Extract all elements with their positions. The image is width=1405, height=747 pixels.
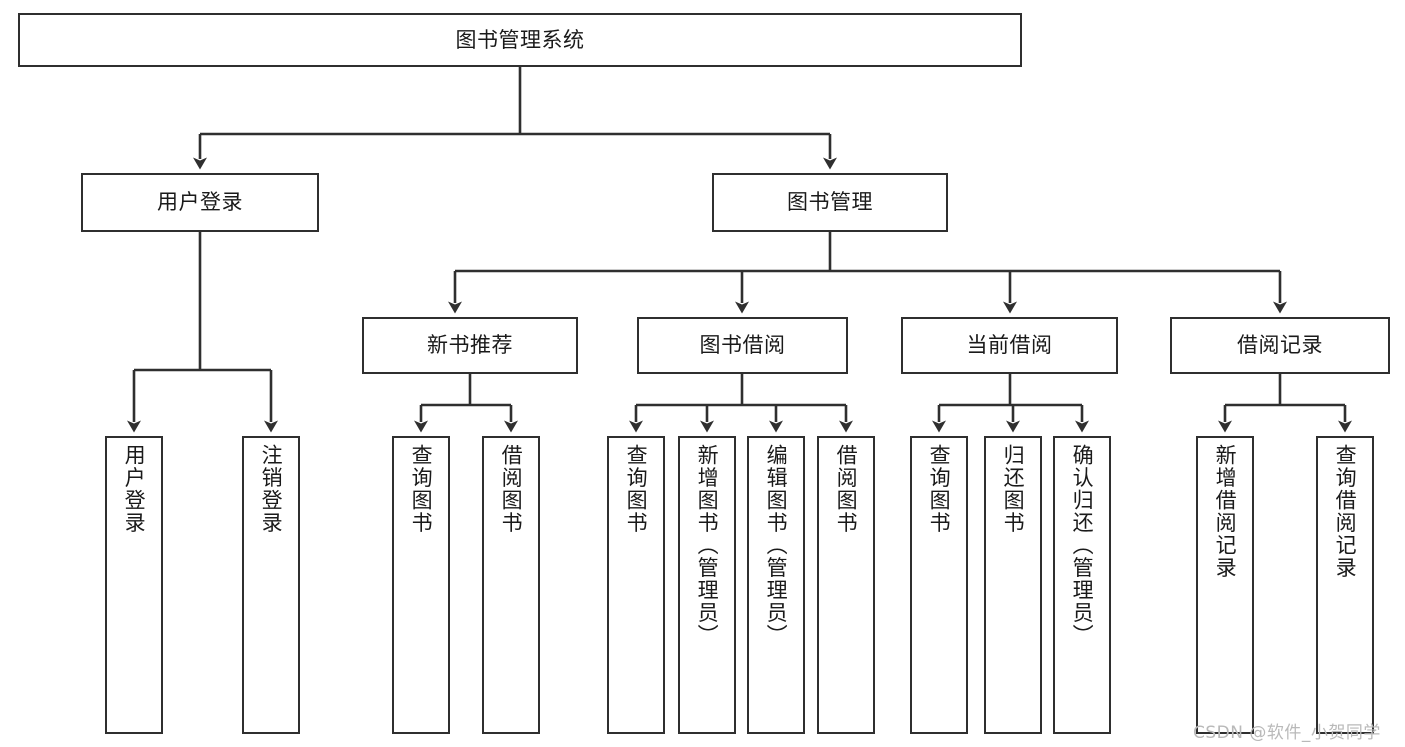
node-book-borrow-label: 图书借阅	[699, 333, 786, 358]
node-leaf-borrow-book-2[interactable]: 借阅图书	[817, 436, 875, 734]
node-book-borrow[interactable]: 图书借阅	[637, 317, 848, 374]
node-borrow-record[interactable]: 借阅记录	[1170, 317, 1390, 374]
node-book-manage[interactable]: 图书管理	[712, 173, 948, 232]
node-user-login[interactable]: 用户登录	[81, 173, 319, 232]
node-leaf-query-book-1[interactable]: 查询图书	[392, 436, 450, 734]
node-leaf-query-book-3-label: 查询图书	[927, 444, 952, 534]
node-leaf-add-book[interactable]: 新增图书（管理员）	[678, 436, 736, 734]
node-leaf-user-login-label: 用户登录	[122, 444, 147, 534]
node-leaf-add-book-label: 新增图书（管理员）	[695, 444, 720, 647]
node-leaf-query-book-2[interactable]: 查询图书	[607, 436, 665, 734]
node-borrow-record-label: 借阅记录	[1237, 333, 1323, 358]
node-leaf-query-book-2-label: 查询图书	[624, 444, 649, 534]
node-leaf-logout[interactable]: 注销登录	[242, 436, 300, 734]
node-leaf-confirm-return[interactable]: 确认归还（管理员）	[1053, 436, 1111, 734]
node-current-borrow-label: 当前借阅	[966, 333, 1053, 358]
node-new-book-recommend-label: 新书推荐	[427, 333, 513, 358]
node-leaf-return-book[interactable]: 归还图书	[984, 436, 1042, 734]
node-root-system[interactable]: 图书管理系统	[18, 13, 1022, 67]
node-leaf-query-record[interactable]: 查询借阅记录	[1316, 436, 1374, 734]
node-root-system-label: 图书管理系统	[455, 27, 585, 52]
node-leaf-add-record-label: 新增借阅记录	[1213, 444, 1238, 579]
csdn-watermark: CSDN @软件_小贺同学	[1193, 723, 1381, 743]
node-leaf-edit-book[interactable]: 编辑图书（管理员）	[747, 436, 805, 734]
node-current-borrow[interactable]: 当前借阅	[901, 317, 1118, 374]
node-user-login-label: 用户登录	[157, 190, 243, 215]
node-leaf-user-login[interactable]: 用户登录	[105, 436, 163, 734]
node-leaf-edit-book-label: 编辑图书（管理员）	[764, 444, 789, 647]
node-leaf-add-record[interactable]: 新增借阅记录	[1196, 436, 1254, 734]
node-book-manage-label: 图书管理	[787, 190, 873, 215]
node-leaf-borrow-book-1-label: 借阅图书	[499, 444, 524, 534]
node-leaf-borrow-book-2-label: 借阅图书	[834, 444, 859, 534]
node-leaf-query-book-3[interactable]: 查询图书	[910, 436, 968, 734]
node-leaf-confirm-return-label: 确认归还（管理员）	[1070, 444, 1095, 647]
node-new-book-recommend[interactable]: 新书推荐	[362, 317, 578, 374]
node-leaf-query-book-1-label: 查询图书	[409, 444, 434, 534]
node-leaf-logout-label: 注销登录	[259, 444, 284, 534]
node-leaf-query-record-label: 查询借阅记录	[1333, 444, 1358, 579]
node-leaf-return-book-label: 归还图书	[1001, 444, 1026, 534]
node-leaf-borrow-book-1[interactable]: 借阅图书	[482, 436, 540, 734]
